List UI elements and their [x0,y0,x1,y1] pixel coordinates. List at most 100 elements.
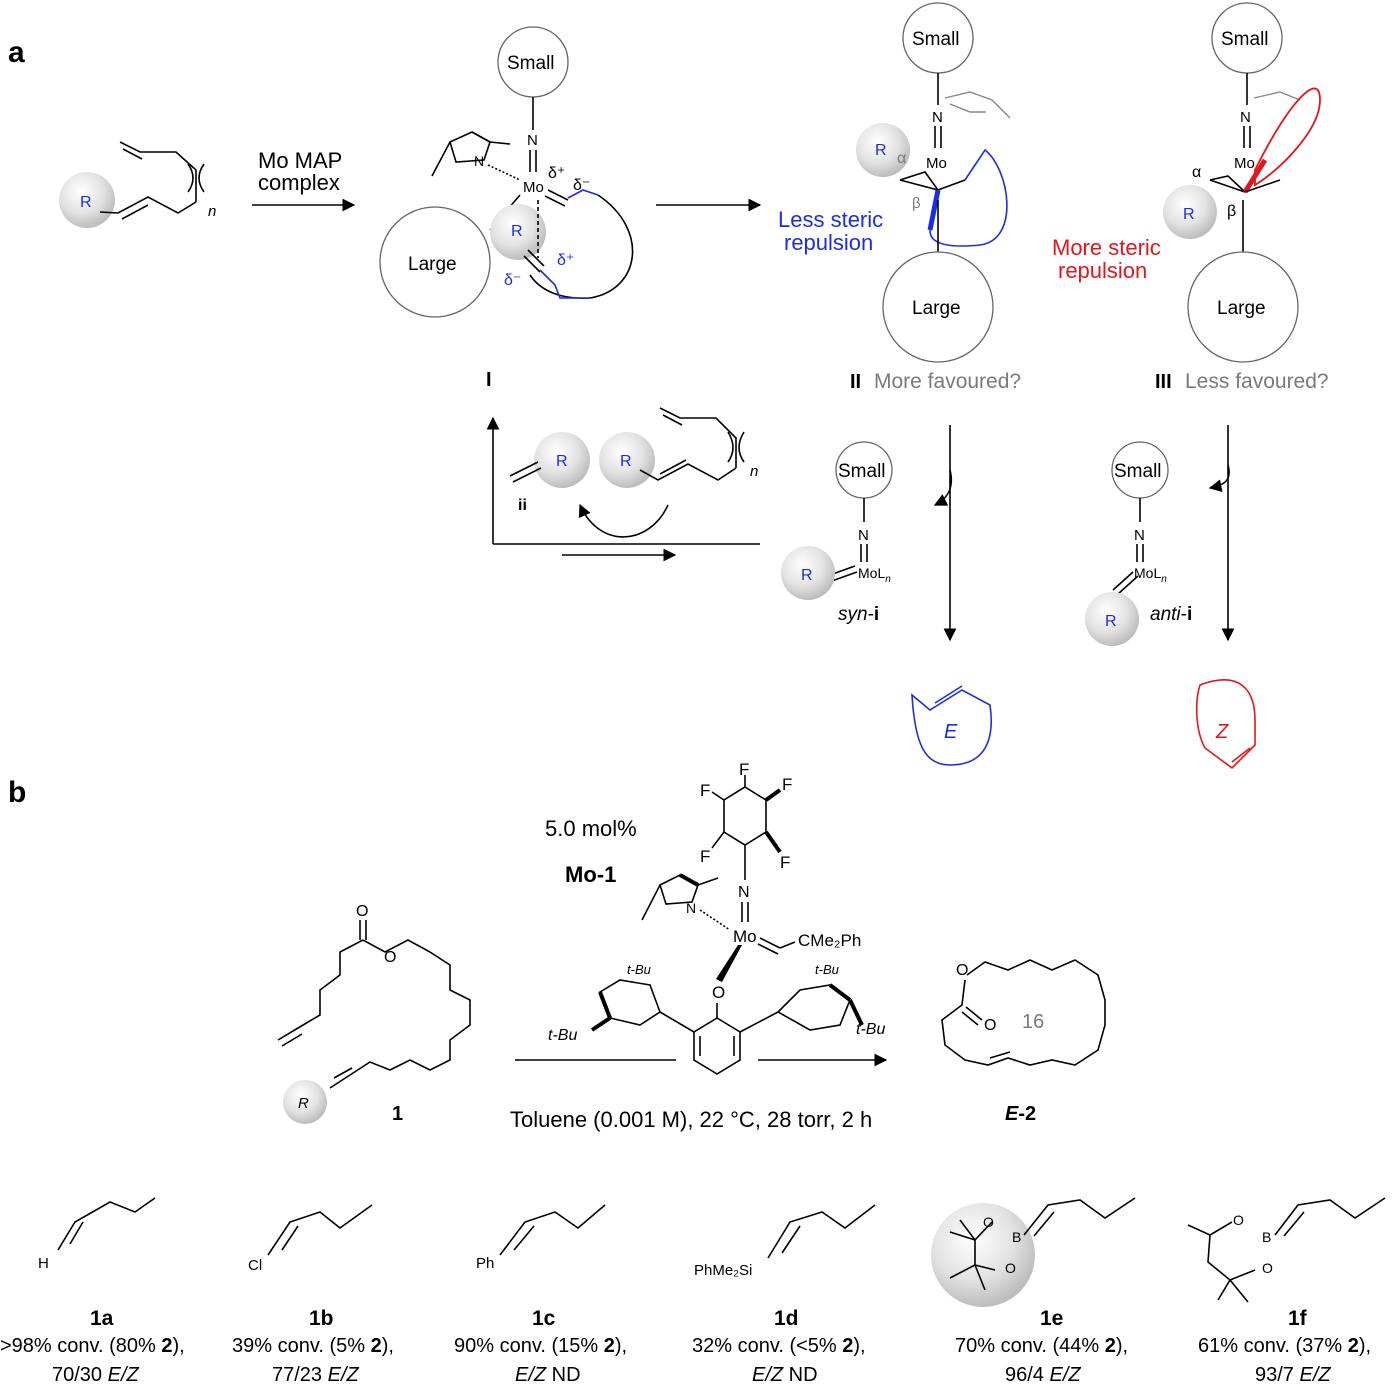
entry-1a-group: H [38,1255,49,1272]
anti-r: R [1105,613,1117,630]
F-top: F [739,760,749,779]
II-large-label: Large [912,298,961,319]
cat-pyrrole-N: N [686,900,696,916]
tbu-4: t-Bu [856,1021,885,1038]
catalytic-cycle: R ii R n [486,407,760,562]
II-alpha: α [897,150,906,167]
anti-label: anti-i [1150,604,1192,625]
entry-1b-group: Cl [248,1257,262,1274]
cat-N: N [738,884,750,901]
cat-Mo: Mo [733,927,757,946]
entry-1f-B: B [1262,1229,1271,1245]
III-label-text: Less favoured? [1185,370,1329,393]
product-E-label: E [944,721,958,743]
III-large-label: Large [1217,298,1266,319]
arrow-label-2: complex [258,170,340,195]
cat-O: O [712,983,725,1002]
entry-1f-line2: 93/7 E/Z [1255,1364,1331,1385]
sub1-O2: O [384,949,396,966]
entry-1e-line1: 70% conv. (44% 2), [955,1335,1128,1357]
II-label-text: More favoured? [874,370,1021,393]
III-small-label: Small [1221,29,1269,50]
product-Z-label: Z [1215,721,1229,743]
tbu-2: t-Bu [548,1027,577,1044]
intermediate-I: Small N Mo N δ⁺ δ⁻ Large R δ⁺ δ⁻ I [379,26,634,391]
syn-mol: MoLn [858,565,891,585]
entry-1c-id: 1c [532,1307,556,1330]
product-Z: Z [1195,679,1256,770]
II-label-bold: II [850,371,861,393]
II-beta: β [912,195,921,212]
II-mo-atom: Mo [926,155,947,172]
entry-1b-id: 1b [309,1307,334,1330]
anti-small: Small [1114,461,1162,482]
F-right-top: F [782,775,792,794]
entry-1e-line2: 96/4 E/Z [1005,1364,1081,1385]
substrate-n-label: n [208,203,216,220]
sub1-R: R [298,1095,309,1112]
I-delta-plus: δ⁺ [548,165,565,182]
II-r-label: R [875,142,887,159]
cycle-n: n [750,463,758,480]
entry-1a-line2: 70/30 E/Z [52,1364,140,1385]
sub1-label: 1 [392,1103,403,1125]
I-large-label: Large [408,254,457,275]
entry-1b: Cl 1b 39% conv. (5% 2), 77/23 E/Z [232,1204,394,1385]
entry-1d-line2: E/Z ND [752,1364,818,1385]
entry-1f-line1: 61% conv. (37% 2), [1198,1335,1371,1357]
product-label: E-2 [1005,1103,1036,1125]
tbu-1: t-Bu [627,962,651,977]
entry-1c-line2: E/Z ND [515,1364,581,1385]
entry-1d-id: 1d [774,1307,799,1330]
I-mo-atom: Mo [523,179,544,196]
syn-n: N [858,527,869,544]
entry-1a: H 1a >98% conv. (80% 2), 70/30 E/Z [0,1197,185,1385]
II-note-2: repulsion [784,230,873,255]
syn-label: syn-i [838,604,879,625]
entry-1d: PhMe₂Si 1d 32% conv. (<5% 2), E/Z ND [692,1204,876,1385]
II-note-1: Less steric [778,207,883,232]
anti-mol: MoLn [1134,565,1167,585]
entry-1f-O1: O [1233,1212,1244,1228]
F-left-top: F [700,781,710,800]
reaction-conditions: Toluene (0.001 M), 22 °C, 28 torr, 2 h [510,1107,872,1132]
I-label: I [486,369,492,391]
III-beta: β [1227,203,1236,220]
prod-ring-size: 16 [1022,1011,1044,1033]
F-right-bottom: F [780,853,790,872]
entry-1f: O B O 1f 61% conv. (37% 2), 93/7 E/Z [1187,1197,1386,1385]
arrow-label-1: Mo MAP [258,148,342,173]
sub1-O1: O [356,903,368,920]
III-label-bold: III [1155,371,1172,393]
entry-1e: O B O 1e 70% conv. (44% 2), 96/4 E/Z [931,1197,1136,1385]
cycle-product-ii: ii [518,497,527,514]
II-n-atom: N [932,109,943,126]
I-delta-minus-2: δ⁻ [504,272,521,289]
anti-n: N [1134,527,1145,544]
syn-i: Small N MoLn R syn-i [781,441,893,625]
F-left-bottom: F [700,847,710,866]
catalyst-Mo-1: F F F F F N Mo N CMe₂Ph O t-Bu t-Bu [548,760,885,1075]
substrate-1: O O R 1 [277,903,471,1125]
catalyst-name: Mo-1 [565,862,616,887]
entry-1e-O2: O [1005,1260,1016,1276]
anti-i: Small N MoLn R anti-i [1085,441,1192,646]
entry-1d-line1: 32% conv. (<5% 2), [692,1335,866,1357]
entry-1d-group: PhMe₂Si [694,1262,752,1279]
panel-a-label: a [8,36,25,69]
product-E: E [911,685,992,766]
I-pyrrole-n: N [474,153,484,169]
prod-O1: O [956,962,968,979]
II-small-label: Small [912,29,960,50]
entry-1e-id: 1e [1040,1307,1063,1330]
tbu-3: t-Bu [815,962,839,977]
entry-1e-B: B [1012,1229,1021,1245]
panel-b-label: b [8,776,26,809]
entry-1f-id: 1f [1288,1307,1308,1330]
entry-1f-O2: O [1262,1260,1273,1276]
syn-small: Small [838,461,886,482]
I-n-atom: N [527,132,538,149]
intermediate-II: Small N Mo R α β Less steric repulsion L… [778,2,1021,393]
entry-1b-line1: 39% conv. (5% 2), [232,1335,394,1357]
